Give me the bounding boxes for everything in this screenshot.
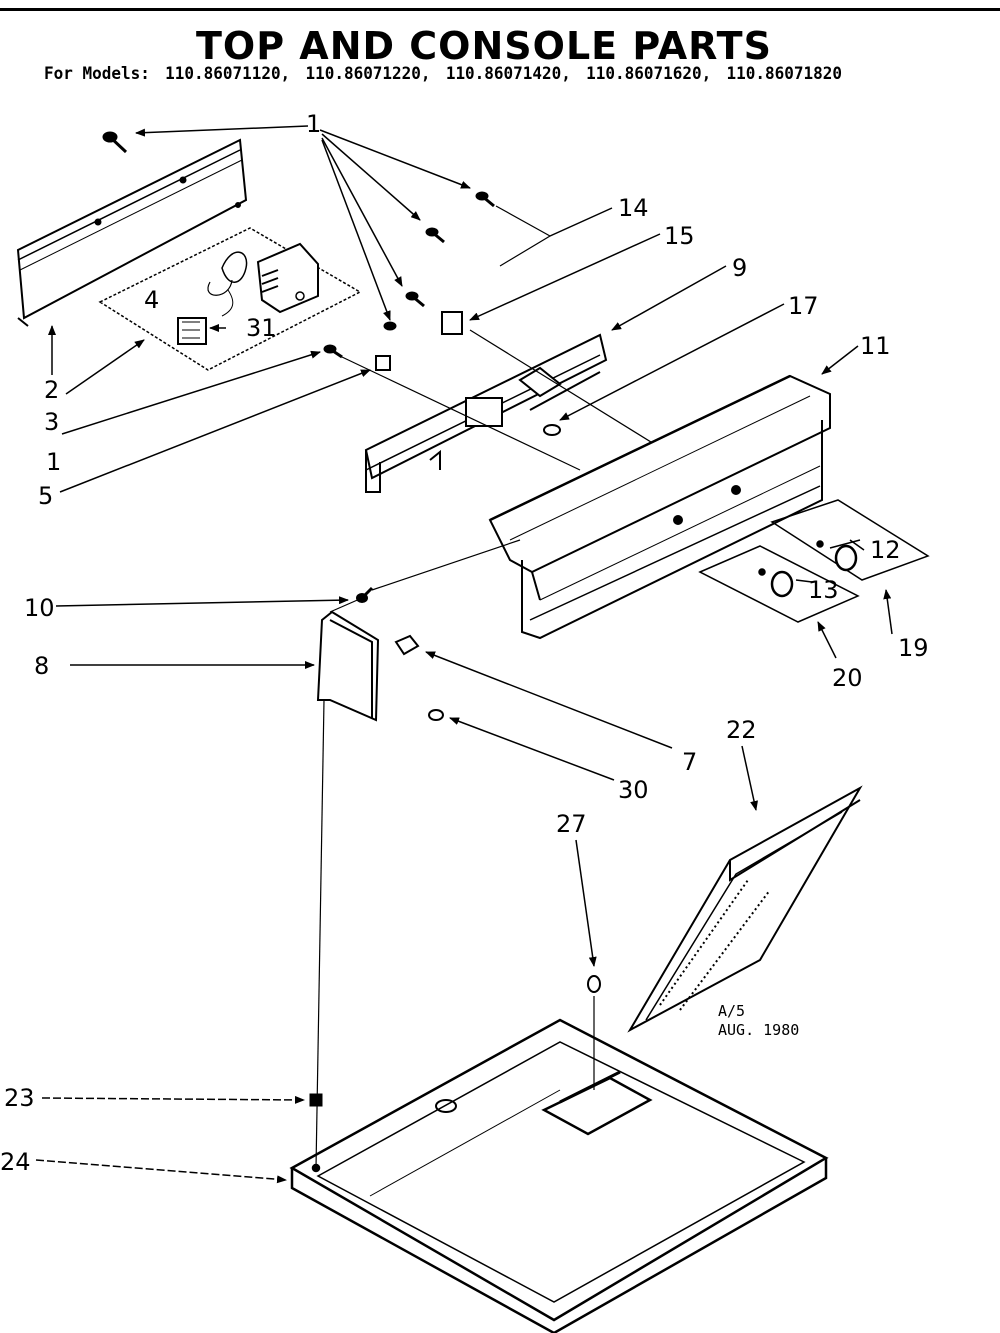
model-list: For Models: 110.86071120, 110.86071220, …	[44, 64, 848, 84]
console-bracket-part	[364, 333, 608, 493]
model-number: 110.86071620,	[586, 64, 712, 84]
control-board-part	[98, 227, 362, 371]
knob-assembly-part	[698, 499, 930, 623]
callout-20: 20	[832, 664, 863, 692]
revision-code: A/5	[718, 1002, 746, 1020]
drop-lines	[315, 539, 595, 1169]
callout-2: 2	[44, 376, 60, 404]
callout-1-left: 1	[46, 448, 62, 476]
page-title: TOP AND CONSOLE PARTS	[196, 24, 772, 68]
callout-13: 13	[808, 576, 839, 604]
callout-31: 31	[246, 314, 277, 342]
leader-lines	[341, 205, 681, 471]
top-panel-part	[289, 1018, 829, 1333]
top-rule	[0, 8, 1000, 11]
callout-10: 10	[24, 594, 55, 622]
callout-3: 3	[44, 408, 60, 436]
lid-part	[627, 785, 863, 1033]
callout-17: 17	[788, 292, 819, 320]
revision-date: AUG. 1980	[718, 1021, 800, 1039]
callout-5: 5	[38, 482, 54, 510]
callout-1-top: 1	[306, 110, 322, 138]
console-housing-part	[488, 374, 831, 640]
fastener-icons	[323, 191, 561, 436]
callout-arrows	[35, 125, 893, 1184]
callout-22: 22	[726, 716, 757, 744]
callout-14: 14	[618, 194, 649, 222]
callout-19: 19	[898, 634, 929, 662]
model-number: 110.86071220,	[305, 64, 431, 84]
models-label: For Models:	[44, 64, 150, 84]
model-number: 110.86071120,	[165, 64, 291, 84]
revision-stamp: A/5 AUG. 1980	[718, 1002, 799, 1040]
callout-9: 9	[732, 254, 748, 282]
callout-24: 24	[0, 1148, 31, 1176]
model-number: 110.86071820	[726, 64, 842, 84]
callout-11: 11	[860, 332, 891, 360]
model-number: 110.86071420,	[445, 64, 571, 84]
rear-panel-part	[16, 138, 248, 327]
bumper-icon	[309, 975, 601, 1107]
callout-8: 8	[34, 652, 50, 680]
callout-15: 15	[664, 222, 695, 250]
screw-icon	[102, 131, 128, 154]
callout-4: 4	[144, 286, 160, 314]
callout-30: 30	[618, 776, 649, 804]
callout-27: 27	[556, 810, 587, 838]
end-cap-part	[316, 586, 444, 722]
callout-7: 7	[682, 748, 698, 776]
callout-23: 23	[4, 1084, 35, 1112]
callout-12: 12	[870, 536, 901, 564]
